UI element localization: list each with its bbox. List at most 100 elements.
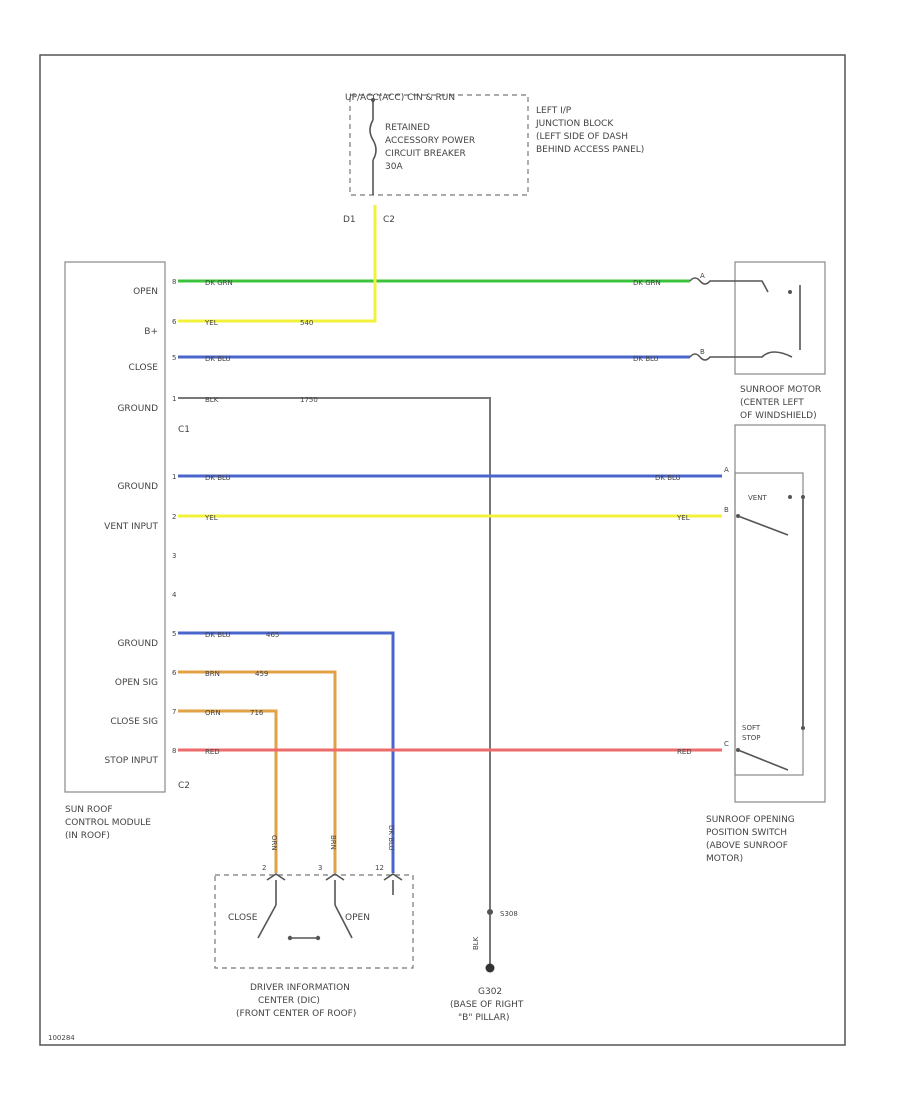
- dic-open-switch-arm: [334, 904, 353, 939]
- motor-contact-bottom: [689, 351, 793, 361]
- ground-wire-label: BLK: [472, 936, 480, 950]
- wires: [178, 205, 722, 912]
- module-pin-number: 5: [172, 630, 176, 638]
- junction-line-4: BEHIND ACCESS PANEL): [536, 145, 644, 155]
- switch-wire-stop-label: RED: [677, 748, 692, 756]
- module-pin-number: 8: [172, 278, 176, 286]
- wire-label-yel: YEL: [204, 319, 218, 327]
- breaker-line-4: 30A: [385, 162, 403, 172]
- sunroof-motor: DK GRN DK BLU A B SUNROOF MOTOR (CENTER …: [633, 261, 826, 421]
- module-connector-c2: C2: [178, 781, 190, 791]
- motor-name-line-3: OF WINDSHIELD): [740, 411, 817, 421]
- switch-name-line-4: MOTOR): [706, 854, 743, 864]
- ground-g302: S308 BLK G302 (BASE OF RIGHT "B" PILLAR): [450, 909, 524, 1023]
- ground-name-line-2: (BASE OF RIGHT: [450, 1000, 524, 1010]
- wire-label-blk: BLK: [205, 396, 219, 404]
- splice-label: S308: [500, 910, 518, 918]
- module-name-line-1: SUN ROOF: [65, 805, 113, 815]
- sunroof-position-switch: DK BLU YEL RED A B C VENT SOFT STOP SUNR…: [655, 424, 826, 864]
- dic-pin-2: 2: [262, 864, 266, 872]
- control-module-box: [64, 261, 166, 793]
- dic-close-contact: [287, 935, 293, 941]
- breaker-pin-d1: D1: [343, 215, 356, 225]
- module-name-line-2: CONTROL MODULE: [65, 818, 151, 828]
- module-pin-label: CLOSE SIG: [110, 717, 158, 727]
- motor-box: [734, 261, 826, 375]
- junction-line-1: LEFT I/P: [536, 106, 572, 116]
- motor-contact-top: [689, 277, 769, 293]
- motor-pin-a: A: [700, 272, 705, 280]
- switch-wire-ground-label: DK BLU: [655, 474, 681, 482]
- module-pin-number: 3: [172, 552, 176, 560]
- motor-name-line-1: SUNROOF MOTOR: [740, 385, 821, 395]
- dic-close-label: CLOSE: [228, 913, 258, 923]
- module-pin-label: B+: [144, 327, 158, 337]
- module-pin-number: 2: [172, 513, 176, 521]
- dic-pin-3: 3: [318, 864, 322, 872]
- junction-line-2: JUNCTION BLOCK: [535, 119, 614, 129]
- module-pin-number: 5: [172, 354, 176, 362]
- wire-closesig-orange: [178, 709, 278, 873]
- wire-label-yel-2: YEL: [204, 514, 218, 522]
- wire-ground-gray: [178, 397, 491, 912]
- breaker-dashed-box: [349, 94, 529, 196]
- wire-opensig-brown: [178, 670, 337, 873]
- switch-name-line-3: (ABOVE SUNROOF: [706, 841, 788, 851]
- breaker-header: UP/ACC(ACC) CIN & RUN: [345, 93, 455, 103]
- splice-s308: [487, 909, 493, 915]
- motor-wire-close-label: DK BLU: [633, 355, 659, 363]
- vent-switch-arm: [737, 515, 789, 536]
- dic-connector-marks: [266, 873, 403, 881]
- ground-symbol: [485, 963, 495, 973]
- breaker-terminal-top: [371, 98, 375, 102]
- breaker-symbol: [369, 119, 377, 161]
- dic-open-contact: [315, 935, 321, 941]
- module-connector-c1: C1: [178, 425, 190, 435]
- motor-name-line-2: (CENTER LEFT: [740, 398, 804, 408]
- dic-name-line-1: DRIVER INFORMATION: [250, 983, 350, 993]
- module-name-line-3: (IN ROOF): [65, 831, 110, 841]
- wire-label-540: 540: [300, 319, 313, 327]
- wire-label-orn: ORN: [205, 709, 221, 717]
- stop-switch-contact: [801, 726, 805, 730]
- module-pin-label: OPEN: [133, 287, 158, 297]
- motor-pin-b: B: [700, 348, 705, 356]
- switch-name-line-1: SUNROOF OPENING: [706, 815, 795, 825]
- driver-information-center: ORN BRN DK BLU 2 3 12 CLOSE OPEN DRIVER …: [214, 825, 414, 1019]
- wire-label-dkgrn: DK GRN: [205, 279, 233, 287]
- module-pin-label: CLOSE: [129, 363, 159, 373]
- module-pin-number: 7: [172, 708, 176, 716]
- module-pin-label: OPEN SIG: [115, 678, 158, 688]
- wire-label-dkblu: DK BLU: [205, 355, 231, 363]
- module-pin-label: GROUND: [117, 404, 158, 414]
- motor-wire-open-label: DK GRN: [633, 279, 661, 287]
- switch-vent-label: VENT: [748, 494, 767, 502]
- wire-label-red: RED: [205, 748, 220, 756]
- dic-close-switch-arm: [257, 904, 277, 939]
- junction-block-note: LEFT I/P JUNCTION BLOCK (LEFT SIDE OF DA…: [535, 106, 644, 155]
- dic-wire-close-label: ORN: [270, 835, 278, 851]
- stop-switch-arm: [737, 749, 789, 771]
- module-pin-label: GROUND: [117, 639, 158, 649]
- module-pin-number: 1: [172, 395, 176, 403]
- module-pin-number: 6: [172, 318, 177, 326]
- wire-label-dkblu-3: DK BLU: [205, 631, 231, 639]
- breaker-line-1: RETAINED: [385, 123, 430, 133]
- dic-dashed-box: [214, 874, 414, 969]
- breaker-line-3: CIRCUIT BREAKER: [385, 149, 466, 159]
- dic-name-line-2: CENTER (DIC): [258, 996, 320, 1006]
- switch-pin-c: C: [724, 740, 729, 748]
- circuit-breaker: UP/ACC(ACC) CIN & RUN RETAINED ACCESSORY…: [343, 93, 529, 225]
- dic-wire-open-label: BRN: [329, 835, 337, 850]
- switch-wire-vent-label: YEL: [676, 514, 690, 522]
- module-pin-label: STOP INPUT: [105, 756, 159, 766]
- wire-label-1750: 1750: [300, 396, 318, 404]
- switch-pin-a: A: [724, 466, 729, 474]
- wire-bplus-yellow: [178, 205, 377, 323]
- module-pin-label: GROUND: [117, 482, 158, 492]
- switch-name-line-2: POSITION SWITCH: [706, 828, 787, 838]
- ground-name-line-3: "B" PILLAR): [458, 1013, 510, 1023]
- module-pin-number: 4: [172, 591, 177, 599]
- module-pin-number: 8: [172, 747, 176, 755]
